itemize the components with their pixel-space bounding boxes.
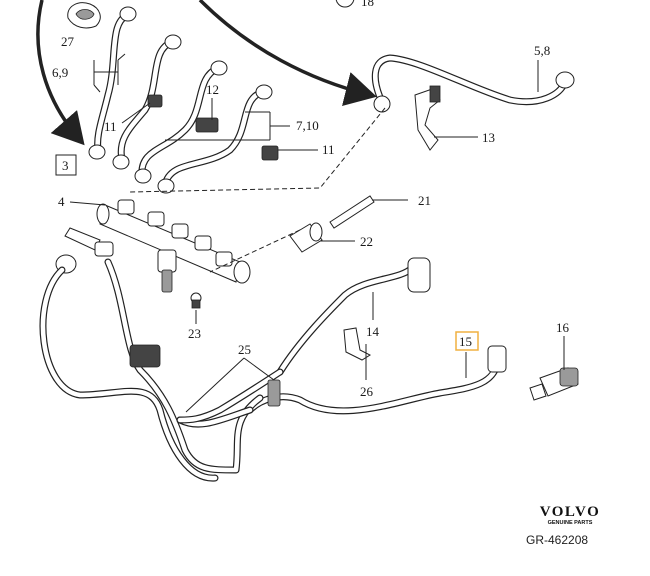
callout-15: 15 bbox=[459, 334, 472, 349]
pin-21 bbox=[329, 195, 375, 229]
sensor-16 bbox=[529, 367, 579, 401]
callout-box-3 bbox=[55, 154, 77, 176]
part-27-cap bbox=[67, 2, 101, 29]
callout-21: 21 bbox=[418, 193, 431, 208]
leader-4 bbox=[69, 201, 106, 206]
callout-5-8: 5,8 bbox=[534, 43, 550, 58]
callout-14: 14 bbox=[366, 324, 380, 339]
sensor-23 bbox=[190, 292, 202, 309]
callout-25: 25 bbox=[238, 342, 251, 357]
bracket-26 bbox=[343, 327, 372, 361]
callout-7-10: 7,10 bbox=[296, 118, 319, 133]
clip-12 bbox=[195, 117, 219, 133]
callout-27: 27 bbox=[61, 34, 75, 49]
dashed-guide-upper bbox=[129, 107, 386, 193]
diagram-reference: GR-462208 bbox=[526, 533, 589, 547]
fuel-rail bbox=[96, 199, 251, 293]
leader-25 bbox=[185, 357, 275, 413]
leader-6-9-tips bbox=[93, 53, 126, 93]
leader-11-upper bbox=[121, 102, 151, 124]
leader-7-10 bbox=[165, 111, 290, 141]
clip-11-upper bbox=[147, 94, 163, 108]
callout-4: 4 bbox=[58, 194, 65, 209]
highlight-box-15 bbox=[455, 331, 479, 351]
clip-11-lower bbox=[261, 145, 279, 161]
brand-tagline: GENUINE PARTS bbox=[547, 520, 593, 526]
callout-16: 16 bbox=[556, 320, 570, 335]
bracket-13-clip bbox=[429, 85, 441, 103]
brand-name: VOLVO bbox=[539, 504, 601, 520]
callout-26: 26 bbox=[360, 384, 374, 399]
left-fittings bbox=[55, 227, 114, 274]
hoses-25 bbox=[39, 258, 284, 482]
injector-pipes bbox=[88, 6, 273, 194]
brand-logo: VOLVO GENUINE PARTS bbox=[520, 504, 620, 526]
callout-12: 12 bbox=[206, 82, 219, 97]
callout-18: 18 bbox=[361, 0, 374, 9]
callout-11-lower: 11 bbox=[322, 142, 335, 157]
callout-13: 13 bbox=[482, 130, 495, 145]
leader-6-9 bbox=[93, 60, 119, 85]
callout-11-upper: 11 bbox=[104, 119, 117, 134]
callout-6-9: 6,9 bbox=[52, 65, 68, 80]
callout-22: 22 bbox=[360, 234, 373, 249]
part-18 bbox=[335, 0, 355, 8]
return-pipe bbox=[371, 54, 575, 113]
sleeve-22 bbox=[289, 222, 323, 253]
dashed-guide-lower bbox=[209, 229, 301, 273]
curved-arrow-left bbox=[36, 0, 85, 146]
callout-23: 23 bbox=[188, 326, 201, 341]
callout-3: 3 bbox=[62, 158, 69, 173]
curved-arrow-right bbox=[198, 0, 377, 107]
